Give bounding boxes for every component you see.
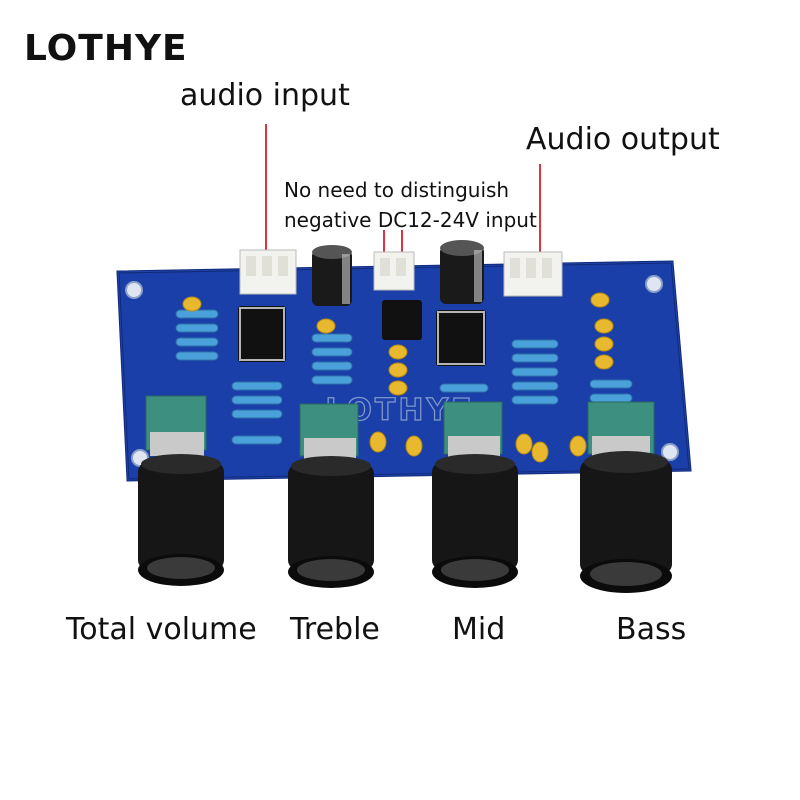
connector-input [239,249,297,295]
connector-output [503,251,563,297]
audio-input-label: audio input [180,78,350,113]
ceramic-capacitors [182,292,614,463]
knob-label-treble: Treble [290,612,380,647]
knob-label-bass: Bass [616,612,687,647]
knob-bass [580,401,672,593]
knob-treble [288,403,374,588]
ic-chips [238,300,486,366]
power-note-line2: negative DC12-24V input [284,208,537,232]
knob-label-mid: Mid [452,612,506,647]
electrolytic-capacitor-left [312,245,352,306]
connector-power [373,251,415,291]
electrolytic-capacitor-right [440,240,484,304]
power-note-line1: No need to distinguish [284,178,510,202]
knob-label-volume: Total volume [66,612,257,647]
knob-mid [432,401,518,588]
brand-logo: LOTHYE [24,28,188,69]
knob-volume [138,395,224,586]
audio-output-label: Audio output [526,122,720,157]
resistors [175,309,633,445]
